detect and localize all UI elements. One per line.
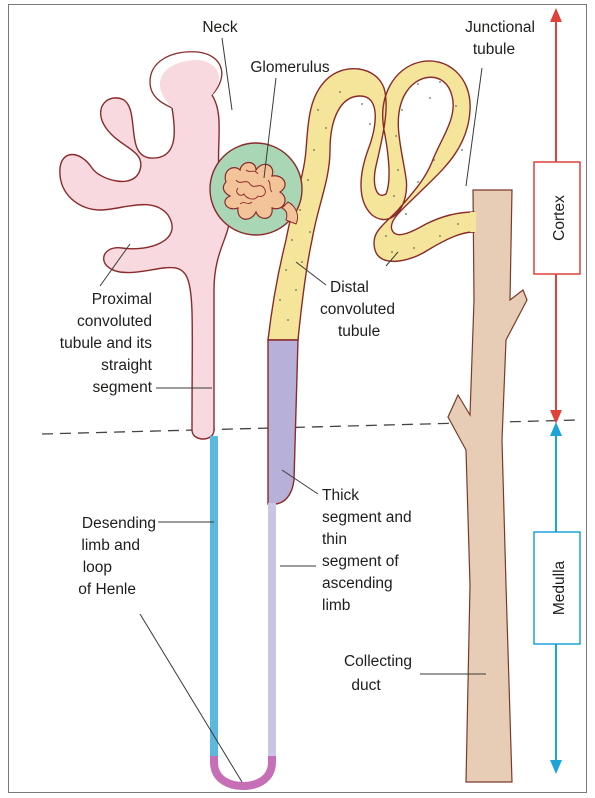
label-glomerulus: Glomerulus: [250, 59, 329, 76]
label-distal-1: Distal: [330, 279, 369, 296]
label-proximal-1: Proximal: [92, 291, 152, 308]
label-proximal-3: tubule and its: [60, 335, 152, 352]
label-thick-6: limb: [322, 597, 350, 614]
label-descending-3: loop: [83, 559, 112, 576]
thin-ascending-limb: [268, 503, 276, 757]
label-proximal-4: straight: [101, 357, 153, 374]
label-descending-2: limb and: [81, 537, 140, 554]
label-collecting-2: duct: [351, 677, 381, 694]
medulla-label: Medulla: [551, 560, 568, 615]
label-junctional-1: Junctional: [465, 19, 535, 36]
label-neck: Neck: [202, 19, 238, 36]
label-thick-4: segment of: [322, 553, 399, 570]
label-collecting-1: Collecting: [344, 653, 412, 670]
cortex-label: Cortex: [551, 195, 568, 241]
label-thick-1: Thick: [322, 487, 359, 504]
label-thick-3: thin: [322, 531, 347, 548]
descending-limb: [210, 436, 218, 756]
label-descending-1: Desending: [82, 515, 156, 532]
label-thick-5: ascending: [322, 575, 393, 592]
label-descending-4: of Henle: [78, 581, 136, 598]
label-thick-2: segment and: [322, 509, 412, 526]
label-junctional-2: tubule: [473, 41, 515, 58]
label-distal-3: tubule: [338, 323, 380, 340]
junctional-join: [470, 212, 476, 232]
label-distal-2: convoluted: [320, 301, 395, 318]
thick-ascending-limb: [268, 340, 298, 504]
label-proximal-5: segment: [93, 379, 153, 396]
label-proximal-2: convoluted: [77, 313, 152, 330]
